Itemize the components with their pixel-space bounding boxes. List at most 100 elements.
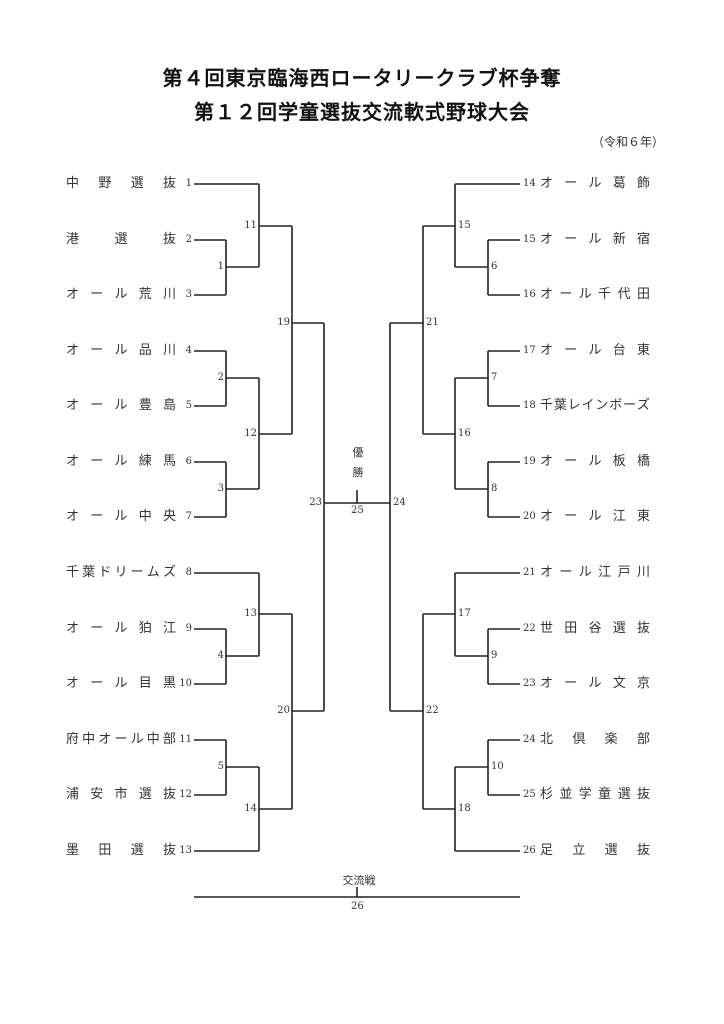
team-name-char: ー (90, 287, 104, 302)
team-name-char: 狛 (138, 621, 152, 636)
team-name-char: 目 (138, 676, 152, 691)
team-entry-left: オール品川 (66, 342, 176, 360)
team-name-char: オ (66, 509, 80, 524)
team-name-char: 中 (138, 509, 152, 524)
match-number-m24: 24 (393, 497, 406, 508)
team-name-char: 田 (564, 621, 578, 636)
team-name-char: 品 (138, 343, 152, 358)
match-number-m19: 19 (277, 317, 290, 328)
team-name-char: 千 (66, 565, 80, 580)
team-name-char: 中 (66, 176, 80, 191)
team-entry-right: オール板橋 (540, 453, 650, 471)
team-seed-number: 21 (523, 567, 536, 578)
team-entry-right: 世田谷選抜 (540, 620, 650, 638)
team-name-char: 川 (162, 343, 176, 358)
team-name-char: 江 (612, 509, 626, 524)
team-name-char: オ (98, 732, 112, 747)
team-name-char: ボ (609, 398, 623, 413)
team-name-char: ー (114, 732, 128, 747)
team-name-char: 葉 (82, 565, 96, 580)
team-name-char: 中 (82, 732, 96, 747)
team-name-char: オ (540, 343, 554, 358)
team-name-char: ー (564, 509, 578, 524)
team-name-char: 豊 (138, 398, 152, 413)
team-name-char: 選 (130, 176, 144, 191)
team-name-char: 選 (130, 843, 144, 858)
match-number-m10: 10 (491, 761, 504, 772)
team-entry-left: オール狛江 (66, 620, 176, 638)
team-seed-number: 4 (185, 345, 192, 356)
team-name-char: 選 (604, 843, 618, 858)
team-seed-number: 6 (185, 456, 192, 467)
team-entry-left: 中野選抜 (66, 175, 176, 193)
team-name-char: 足 (540, 843, 554, 858)
team-seed-number: 12 (179, 789, 192, 800)
team-name-char: オ (66, 398, 80, 413)
team-entry-right: オール台東 (540, 342, 650, 360)
team-name-char: ル (114, 454, 128, 469)
team-name-char: ル (588, 509, 602, 524)
team-entry-left: オール豊島 (66, 397, 176, 415)
team-name-char: 飾 (636, 176, 650, 191)
team-name-char: 抜 (162, 176, 176, 191)
team-name-char: ー (564, 343, 578, 358)
team-entry-right: 足立選抜 (540, 842, 650, 860)
team-name-char: ル (114, 287, 128, 302)
team-name-char: 黒 (162, 676, 176, 691)
team-name-char: 千 (598, 287, 612, 302)
team-name-char: ル (114, 676, 128, 691)
match-number-m13: 13 (244, 608, 257, 619)
team-entry-left: オール練馬 (66, 453, 176, 471)
team-name-char: ー (564, 454, 578, 469)
match-number-m6: 6 (491, 261, 498, 272)
team-name-char: 抜 (636, 621, 650, 636)
team-name-char: 選 (138, 787, 152, 802)
team-seed-number: 16 (523, 289, 536, 300)
team-name-char: ー (559, 287, 573, 302)
team-name-char: 安 (90, 787, 104, 802)
team-name-char: ル (588, 676, 602, 691)
team-entry-left: 港選抜 (66, 231, 176, 249)
team-name-char: 世 (540, 621, 554, 636)
team-seed-number: 1 (185, 178, 192, 189)
team-name-char: 千 (540, 398, 554, 413)
team-seed-number: 9 (185, 623, 192, 634)
match-number-m1: 1 (217, 261, 224, 272)
team-seed-number: 18 (523, 400, 536, 411)
match-number-m20: 20 (277, 705, 290, 716)
match-number-m21: 21 (426, 317, 439, 328)
team-name-char: 島 (162, 398, 176, 413)
team-name-char: 並 (559, 787, 573, 802)
team-name-char: 東 (636, 509, 650, 524)
team-name-char: ー (564, 176, 578, 191)
team-name-char: オ (66, 621, 80, 636)
team-entry-left: 府中オール中部 (66, 731, 176, 749)
team-name-char: 川 (636, 565, 650, 580)
match-number-m23: 23 (309, 497, 322, 508)
match-number-m11: 11 (244, 220, 257, 231)
team-name-char: オ (66, 343, 80, 358)
team-name-char: オ (66, 676, 80, 691)
team-entry-left: オール目黒 (66, 675, 176, 693)
team-name-char: 北 (540, 732, 554, 747)
team-name-char: ル (114, 621, 128, 636)
match-number-m12: 12 (244, 428, 257, 439)
team-name-char: 田 (98, 843, 112, 858)
year-label: （令和６年） (591, 135, 664, 149)
team-name-char: 童 (598, 787, 612, 802)
team-name-char: 立 (572, 843, 586, 858)
team-name-char: 京 (636, 676, 650, 691)
team-name-char: 選 (612, 621, 626, 636)
team-name-char: ル (588, 454, 602, 469)
team-name-char: 戸 (617, 565, 631, 580)
team-name-char: オ (540, 676, 554, 691)
team-seed-number: 26 (523, 845, 536, 856)
team-entry-right: 千葉レインボーズ (540, 397, 650, 415)
team-name-char: オ (540, 454, 554, 469)
team-entry-left: 墨田選抜 (66, 842, 176, 860)
team-name-char: 抜 (162, 232, 176, 247)
team-seed-number: 23 (523, 678, 536, 689)
team-name-char: 板 (612, 454, 626, 469)
team-name-char: 選 (617, 787, 631, 802)
